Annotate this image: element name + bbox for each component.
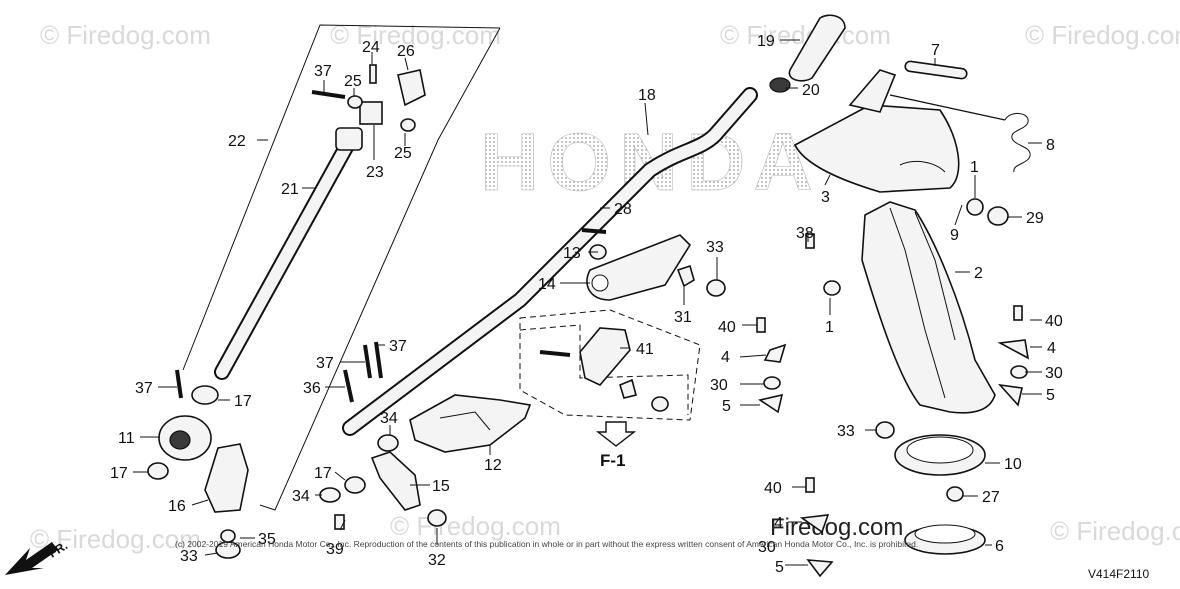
callout-20: 20	[802, 82, 820, 99]
group-outline-21	[182, 24, 501, 371]
callout-41: 41	[636, 341, 654, 358]
group-outline-21b	[259, 27, 501, 511]
brand-backdrop: HONDA	[480, 117, 821, 208]
diagram-code: V414F2110	[1088, 567, 1149, 581]
callout-14: 14	[538, 276, 556, 293]
callout-37-upper: 37	[389, 338, 407, 355]
ring-cap-6	[904, 524, 986, 555]
callout-17-center: 17	[314, 465, 332, 482]
callout-16: 16	[168, 498, 186, 515]
spring-8	[889, 94, 1031, 173]
callout-40: 40	[718, 319, 736, 336]
watermark-layer: © Firedog.com © Firedog.com © Firedog.co…	[30, 20, 1180, 554]
callout-34: 34	[380, 410, 398, 427]
callout-31: 31	[674, 309, 692, 326]
callout-7: 7	[931, 42, 940, 59]
small-hardware	[147, 64, 1030, 578]
chute-deflector-3	[793, 69, 960, 193]
callout-22: 22	[228, 133, 246, 150]
lever-15	[370, 451, 421, 511]
reference-label: F-1	[600, 451, 626, 470]
callout-11: 11	[118, 430, 135, 447]
bellows-11	[158, 415, 212, 461]
callout-1-lower: 1	[825, 319, 834, 336]
callout-15: 15	[432, 478, 450, 495]
callout-37: 37	[314, 63, 332, 80]
callout-38: 38	[796, 225, 814, 242]
callout-30-right: 30	[1045, 365, 1063, 382]
callout-40-right: 40	[1045, 313, 1063, 330]
callout-18: 18	[638, 87, 656, 104]
callout-5-right: 5	[1046, 387, 1055, 404]
watermark-center: Firedog.com	[770, 514, 903, 541]
callout-4-lower: 4	[774, 515, 783, 532]
watermark: © Firedog.com	[40, 20, 211, 50]
callout-5: 5	[722, 398, 731, 415]
callout-19: 19	[757, 33, 775, 50]
reference-arrow: F-1	[595, 421, 637, 470]
callout-25-lower: 25	[394, 145, 412, 162]
swivel-ring-10	[894, 434, 986, 476]
callout-4-right: 4	[1047, 340, 1056, 357]
callout-25: 25	[344, 73, 362, 90]
callout-27: 27	[982, 489, 1000, 506]
base-bracket-12	[409, 394, 532, 453]
control-pipe-18	[342, 87, 758, 436]
callout-33-right: 33	[837, 423, 855, 440]
callout-5-lower: 5	[775, 559, 784, 576]
rod-7	[904, 60, 968, 80]
watermark: © Firedog.com	[1050, 516, 1180, 546]
callout-34-lower: 34	[292, 488, 310, 505]
callout-39: 39	[326, 541, 344, 558]
watermark: © Firedog.com	[390, 511, 561, 541]
pivot-bracket-14	[586, 234, 692, 301]
callout-30-lower: 30	[758, 539, 776, 556]
callout-17-left: 17	[110, 465, 128, 482]
callout-26: 26	[397, 43, 415, 60]
lever-41	[579, 327, 631, 386]
callout-9: 9	[950, 227, 959, 244]
callout-33-lower: 33	[180, 548, 198, 565]
callout-8: 8	[1046, 137, 1055, 154]
watermark: © Firedog.com	[1025, 20, 1180, 50]
callout-40-lower: 40	[764, 480, 782, 497]
callout-1: 1	[970, 159, 979, 176]
callout-35: 35	[258, 531, 276, 548]
group-outline-41-inner	[519, 324, 689, 415]
callout-37-mid: 37	[316, 355, 334, 372]
arm-16	[204, 443, 249, 513]
callout-4: 4	[721, 349, 730, 366]
callout-2: 2	[974, 265, 983, 282]
callout-28: 28	[614, 201, 632, 218]
shaft-21	[214, 127, 363, 380]
callout-37-left: 37	[135, 380, 153, 397]
watermark: © Firedog.com	[30, 524, 201, 554]
chute-2	[861, 201, 996, 414]
callout-12: 12	[484, 457, 502, 474]
callout-30: 30	[710, 377, 728, 394]
callout-29: 29	[1026, 210, 1044, 227]
callout-21: 21	[281, 181, 299, 198]
callout-13: 13	[563, 245, 581, 262]
callout-23: 23	[366, 164, 384, 181]
callout-32: 32	[428, 552, 446, 569]
callout-10: 10	[1004, 456, 1022, 473]
callout-6: 6	[995, 538, 1004, 555]
callout-36: 36	[303, 380, 321, 397]
callout-17: 17	[234, 393, 252, 410]
callout-24: 24	[362, 39, 380, 56]
callout-labels: 19 20 18 7 8 3 1 9 29 2 38 1 40 4 30 5 2…	[110, 33, 1063, 576]
group-outline-41	[519, 309, 701, 421]
callout-33: 33	[706, 239, 724, 256]
copyright-notice: (c) 2002-2019 American Honda Motor Co., …	[175, 539, 918, 549]
callout-3: 3	[821, 189, 830, 206]
watermark: © Firedog.com	[330, 20, 501, 50]
leader-lines	[133, 39, 1042, 566]
